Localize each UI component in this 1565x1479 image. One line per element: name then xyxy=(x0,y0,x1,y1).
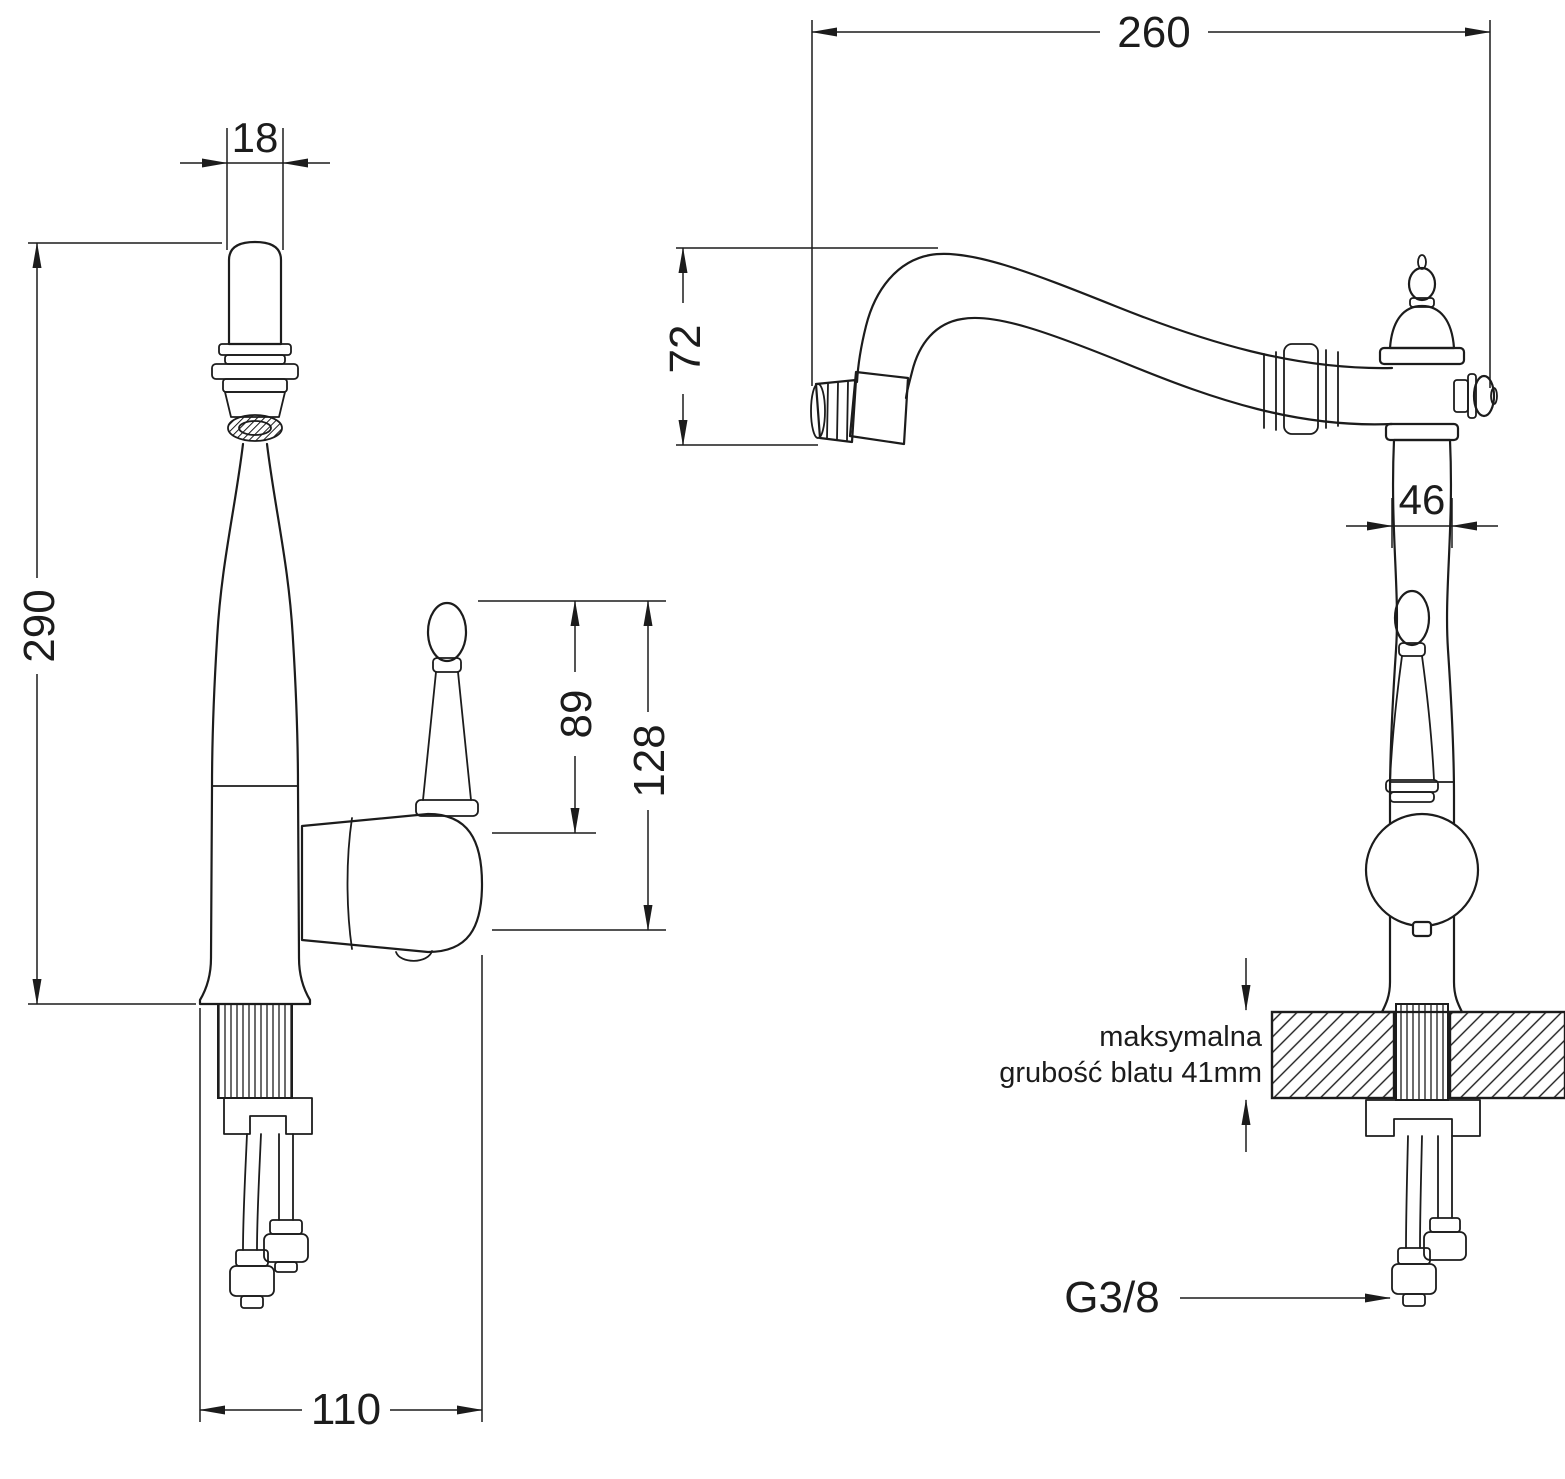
outlet-collar xyxy=(848,370,910,446)
handle-knob xyxy=(1393,589,1431,647)
countertop-section: maksymalna grubość blatu 41mm xyxy=(999,958,1565,1152)
spout-tube-top xyxy=(855,252,1394,384)
outlet-aerator xyxy=(814,378,858,444)
dim-18-label: 18 xyxy=(232,114,279,161)
countertop-hatch-right xyxy=(1448,1010,1565,1100)
front-body-top xyxy=(1378,254,1498,442)
front-spout xyxy=(810,252,1394,446)
body-vase-outline xyxy=(198,442,312,1006)
front-view: maksymalna grubość blatu 41mm G3/8 xyxy=(810,252,1565,1322)
aerator-thread xyxy=(846,381,849,441)
hose-tip xyxy=(240,1295,264,1309)
side-view xyxy=(198,240,484,1309)
handle-housing xyxy=(300,812,484,954)
dim-72-label: 72 xyxy=(661,325,710,374)
countertop-hatch-left xyxy=(1270,1010,1396,1100)
hose-nut xyxy=(229,1265,275,1297)
thread-size-label: G3/8 xyxy=(1064,1273,1159,1322)
mounting-washer xyxy=(1365,1099,1481,1137)
spout-collar xyxy=(211,363,299,380)
hose-collar xyxy=(1429,1217,1461,1233)
side-spout xyxy=(211,240,299,442)
dimension-110: 110 xyxy=(199,955,483,1434)
threaded-shank xyxy=(1395,1003,1449,1101)
handle-knob xyxy=(426,601,468,663)
handle-collar xyxy=(1398,642,1426,657)
side-knob-tip xyxy=(1490,387,1498,405)
hose-tip xyxy=(274,1261,298,1273)
dimension-260: 260 xyxy=(811,8,1491,388)
hose-line xyxy=(1405,1135,1409,1249)
dim-128-label: 128 xyxy=(625,724,674,797)
hose-collar xyxy=(269,1219,303,1235)
front-handle xyxy=(1364,589,1480,938)
side-knob-ring xyxy=(1467,373,1477,419)
handle-stem-right xyxy=(457,671,472,801)
hose-line xyxy=(1419,1135,1423,1249)
dim-260-label: 260 xyxy=(1117,8,1190,57)
hose-nut xyxy=(1423,1231,1467,1261)
aerator-thread xyxy=(826,383,829,439)
top-dome xyxy=(1388,304,1456,350)
top-cap-ring xyxy=(1378,346,1466,366)
handle-ball-joint xyxy=(1364,812,1480,928)
ball-bottom-nub xyxy=(1411,920,1433,938)
counter-note-line1: maksymalna xyxy=(1099,1021,1263,1053)
dimension-290: 290 xyxy=(15,242,222,1005)
mounting-washer xyxy=(223,1097,313,1135)
hose-tip xyxy=(1402,1293,1426,1307)
dimension-46: 46 xyxy=(1346,476,1498,548)
dim-110-label: 110 xyxy=(311,1385,381,1434)
outlet-end-cap xyxy=(810,383,826,439)
housing-bottom-cap xyxy=(395,950,433,962)
spout-tube-bottom xyxy=(904,316,1394,426)
front-hoses xyxy=(1391,1135,1467,1307)
side-shank xyxy=(217,1003,313,1135)
aerator-face xyxy=(227,414,283,442)
threaded-shank xyxy=(217,1003,293,1099)
side-body xyxy=(198,442,312,1006)
finial-acorn xyxy=(1407,266,1437,302)
aerator-inner xyxy=(238,420,272,436)
dim-89-label: 89 xyxy=(552,690,601,739)
aerator-thread xyxy=(836,382,839,440)
spout-ring xyxy=(224,354,286,365)
side-knob-cap xyxy=(1472,374,1496,418)
handle-stem-left xyxy=(422,671,437,801)
spout-ring xyxy=(222,378,288,393)
hose-nut xyxy=(263,1233,309,1263)
spout-ring-collar xyxy=(1283,343,1319,435)
dimension-18: 18 xyxy=(180,114,330,250)
spout-tip-cylinder xyxy=(227,240,283,346)
housing-joint-arc xyxy=(346,817,353,950)
dim-290-label: 290 xyxy=(15,589,64,662)
hose-nut xyxy=(1391,1263,1437,1295)
lower-cap-ring xyxy=(1384,422,1460,442)
side-handle xyxy=(300,601,484,962)
dimension-89-128: 89 128 xyxy=(478,600,674,931)
dim-46-label: 46 xyxy=(1399,476,1446,523)
thread-size-callout: G3/8 xyxy=(1064,1273,1391,1322)
side-knob-stem xyxy=(1453,379,1469,413)
handle-collar xyxy=(432,657,462,673)
spout-head-taper xyxy=(224,391,286,418)
handle-ring xyxy=(1389,791,1435,803)
spout-ring xyxy=(218,343,292,356)
side-hoses xyxy=(229,1133,309,1309)
dimension-72: 72 xyxy=(661,247,938,446)
hose-line xyxy=(242,1133,248,1251)
hose-line xyxy=(256,1133,262,1251)
counter-note-line2: grubość blatu 41mm xyxy=(999,1057,1262,1089)
handle-stem xyxy=(1389,655,1435,781)
